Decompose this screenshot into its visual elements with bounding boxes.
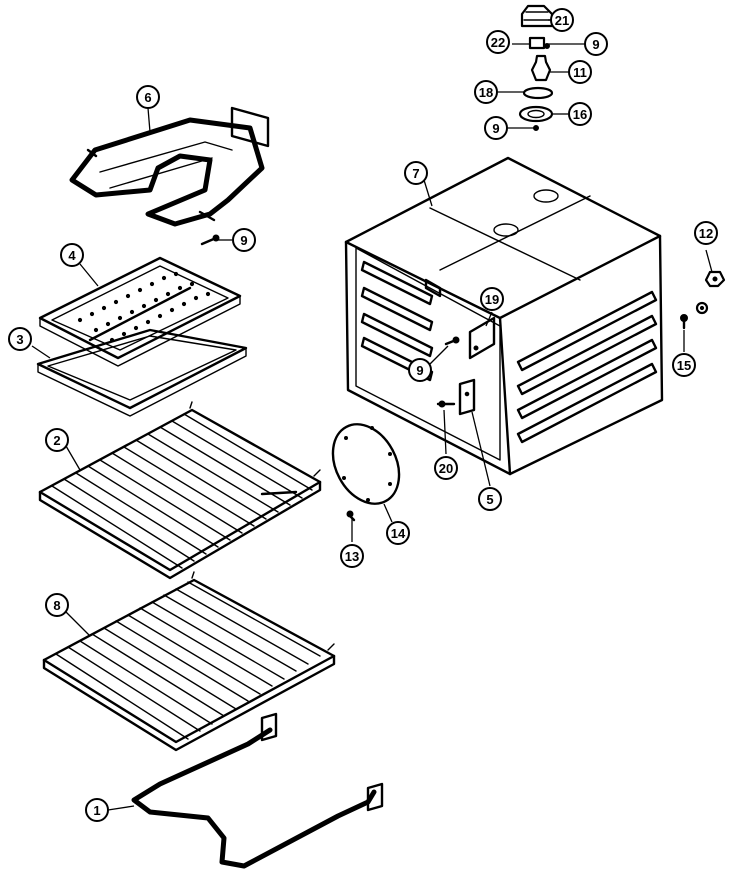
callout-7: 7 (404, 161, 428, 185)
callout-9-cavity: 9 (408, 358, 432, 382)
callout-5: 5 (478, 487, 502, 511)
svg-text:3: 3 (16, 332, 23, 347)
callout-6: 6 (136, 85, 160, 109)
screw-9-broil (200, 234, 220, 246)
callout-21: 21 (550, 8, 574, 32)
callout-12: 12 (694, 221, 718, 245)
svg-text:7: 7 (412, 166, 419, 181)
svg-text:9: 9 (416, 363, 423, 378)
callout-14: 14 (386, 521, 410, 545)
screw-20 (436, 400, 456, 408)
callout-4: 4 (60, 243, 84, 267)
callout-13: 13 (340, 544, 364, 568)
nut-15 (695, 301, 709, 315)
callout-9-broil: 9 (232, 228, 256, 252)
svg-text:1: 1 (93, 803, 100, 818)
svg-text:13: 13 (345, 549, 359, 564)
callout-9-socket: 9 (584, 32, 608, 56)
svg-text:16: 16 (573, 107, 587, 122)
broiler-pan (36, 328, 248, 417)
screw-13 (346, 510, 356, 522)
screw-15 (680, 314, 688, 330)
callout-3: 3 (8, 327, 32, 351)
nut-12 (704, 270, 726, 288)
light-socket-22 (528, 36, 550, 50)
svg-text:18: 18 (479, 85, 493, 100)
svg-text:8: 8 (53, 598, 60, 613)
svg-text:21: 21 (555, 13, 569, 28)
svg-text:14: 14 (391, 526, 406, 541)
bake-element (131, 712, 384, 869)
callout-16: 16 (568, 102, 592, 126)
screw-9-light (533, 125, 539, 131)
svg-text:12: 12 (699, 226, 713, 241)
oven-rack-lower (42, 571, 336, 752)
svg-text:9: 9 (592, 37, 599, 52)
svg-text:15: 15 (677, 358, 691, 373)
gasket-18 (522, 86, 554, 100)
svg-text:22: 22 (491, 35, 505, 50)
svg-text:19: 19 (485, 292, 499, 307)
bracket-19 (468, 316, 496, 360)
svg-text:4: 4 (68, 248, 76, 263)
svg-text:6: 6 (144, 90, 151, 105)
svg-text:9: 9 (240, 233, 247, 248)
light-bulb-11 (530, 54, 552, 82)
leader-lines (31, 19, 713, 811)
callout-1: 1 (85, 798, 109, 822)
light-receptacle-16 (518, 105, 554, 123)
svg-text:2: 2 (53, 433, 60, 448)
broiler-pan-insert (38, 256, 242, 367)
svg-text:9: 9 (492, 121, 499, 136)
callout-15: 15 (672, 353, 696, 377)
callout-22: 22 (486, 30, 510, 54)
broil-element (69, 106, 270, 227)
oven-cavity (344, 156, 664, 476)
svg-text:11: 11 (573, 65, 587, 80)
screw-9-cavity (444, 336, 460, 346)
svg-text:5: 5 (486, 492, 493, 507)
bracket-5 (458, 378, 476, 416)
oven-rack-upper (38, 401, 322, 580)
callout-19: 19 (480, 287, 504, 311)
callout-8: 8 (45, 593, 69, 617)
callout-11: 11 (568, 60, 592, 84)
callout-20: 20 (434, 456, 458, 480)
callout-18: 18 (474, 80, 498, 104)
light-lens-cover-21 (520, 4, 554, 28)
callout-9-light: 9 (484, 116, 508, 140)
svg-text:20: 20 (439, 461, 453, 476)
callout-2: 2 (45, 428, 69, 452)
back-cover-14 (331, 423, 401, 505)
